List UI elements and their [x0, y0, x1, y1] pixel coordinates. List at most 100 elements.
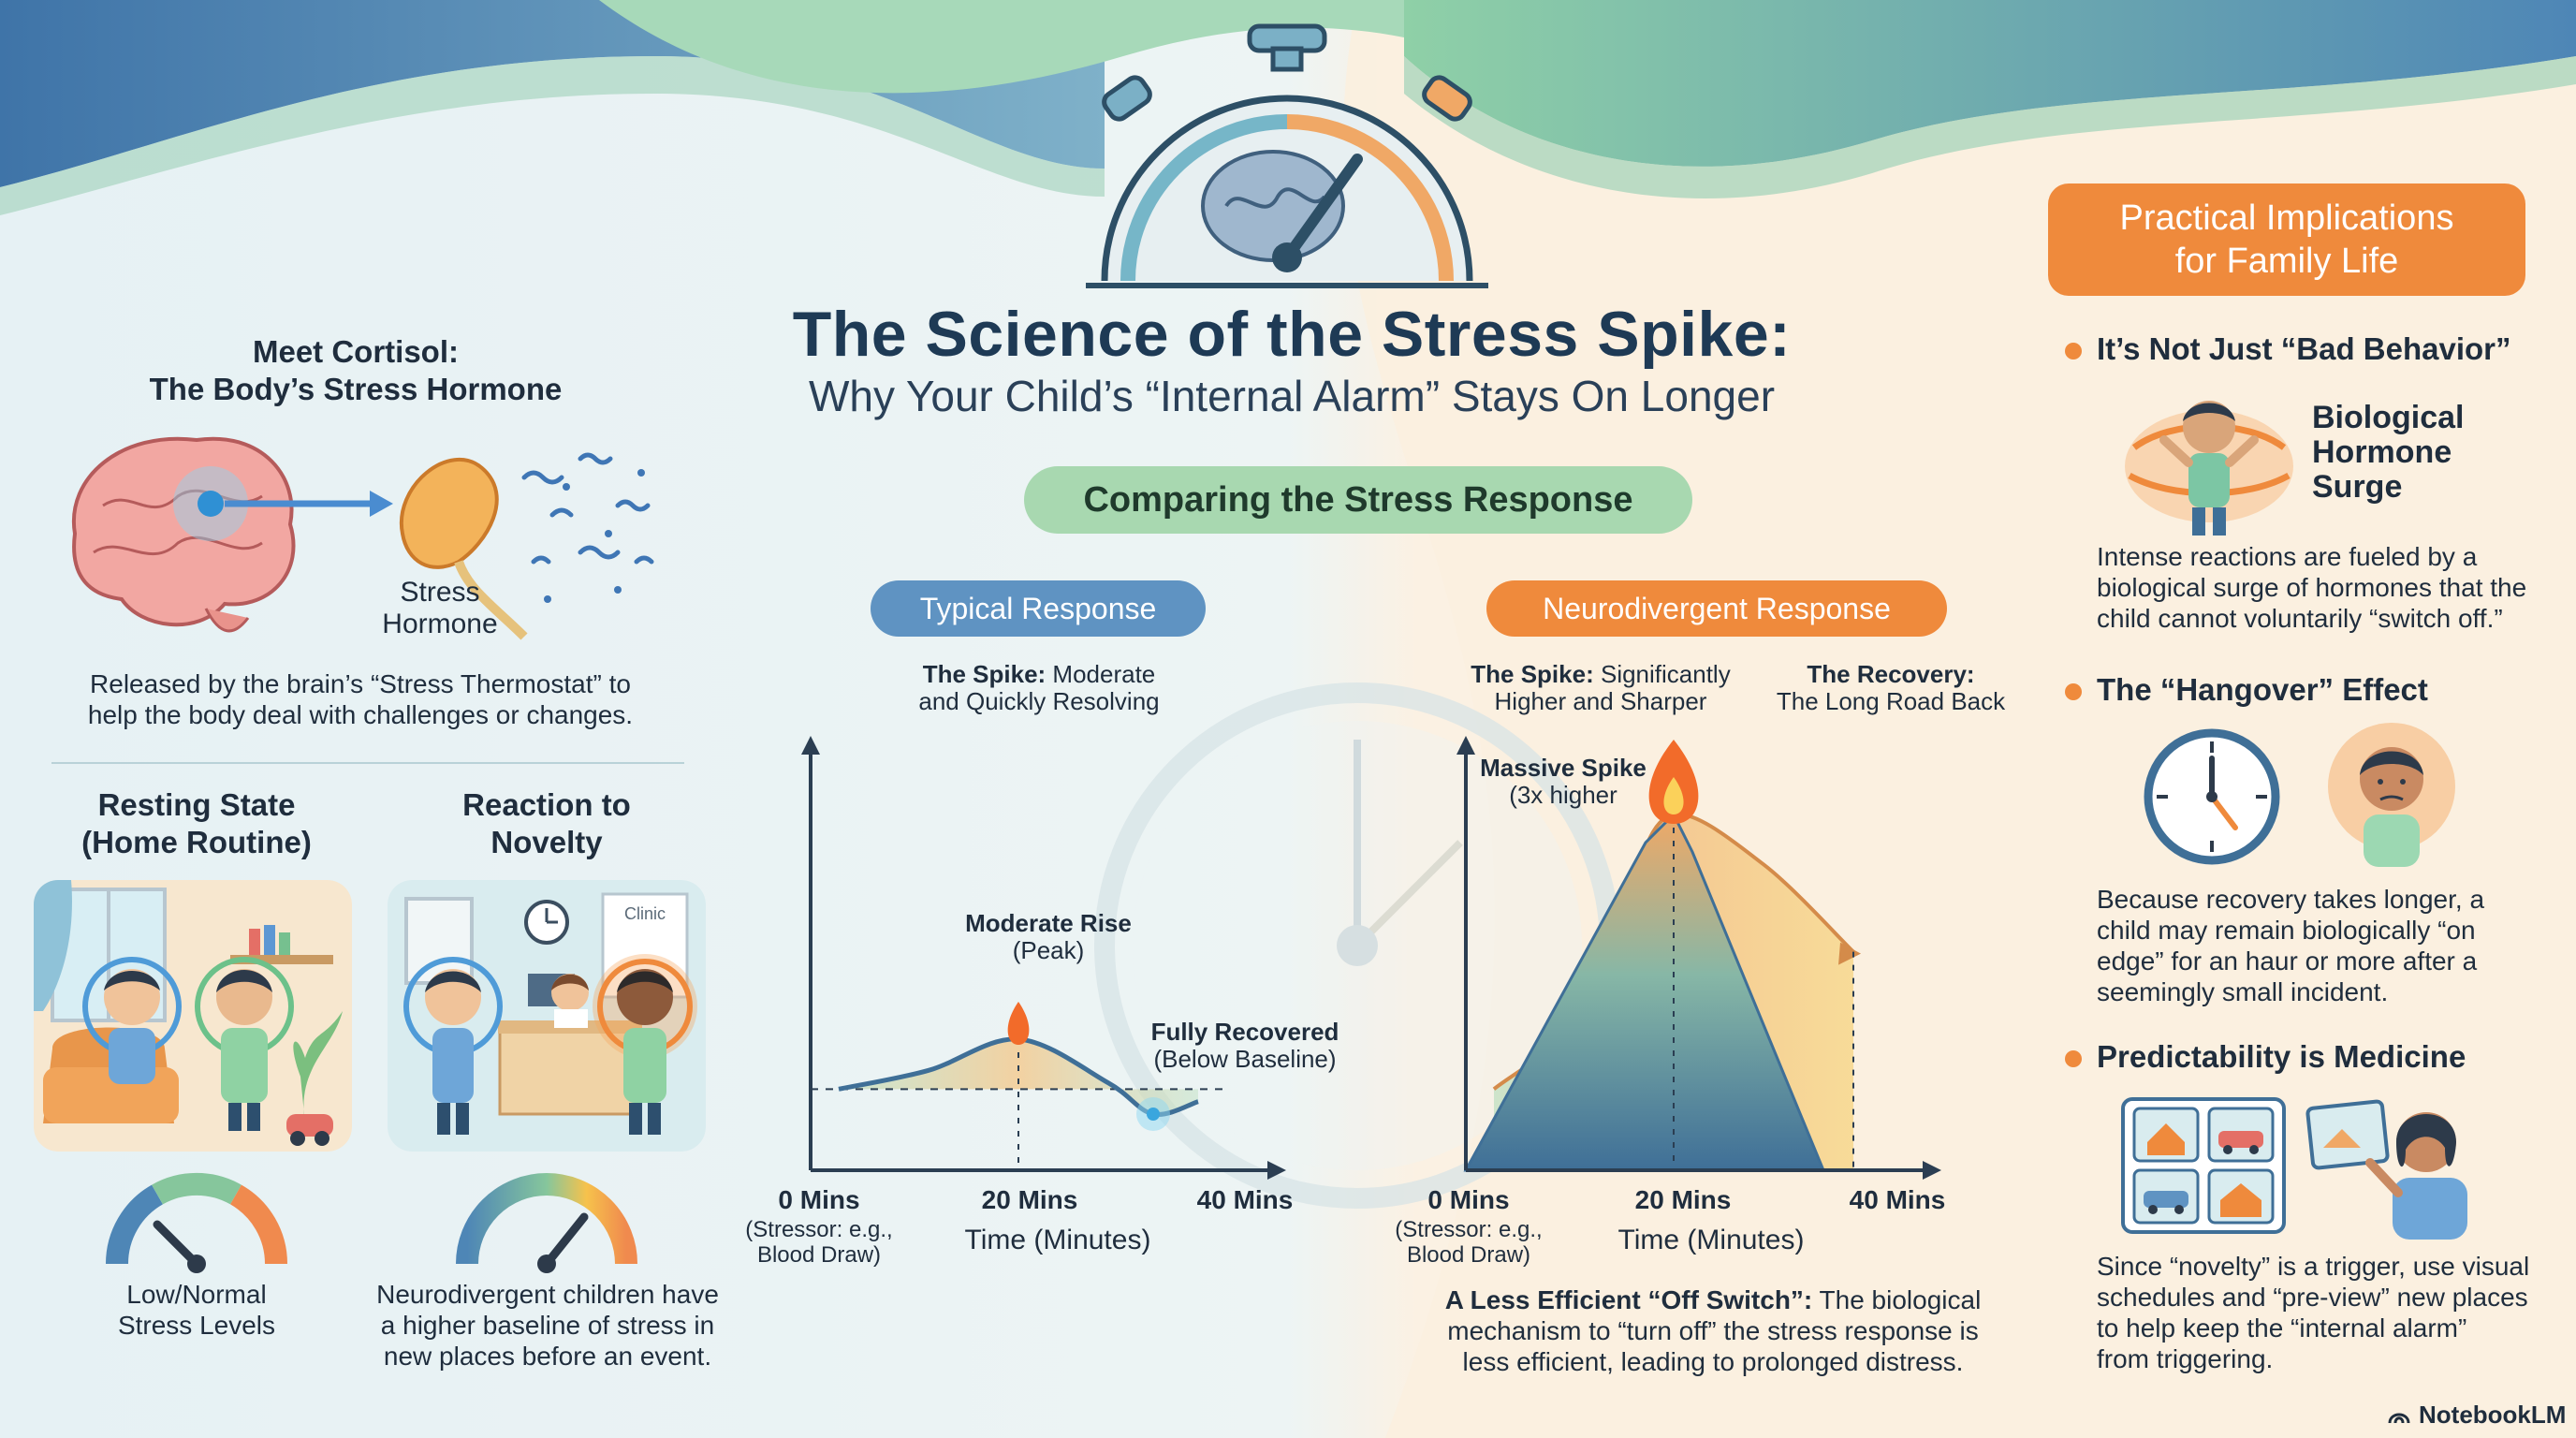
typical-x40-tick: 40 Mins — [1196, 1185, 1294, 1214]
nd-x-axis-arrow — [1923, 1161, 1941, 1180]
typical-recovered-1: Fully Recovered — [1150, 1018, 1339, 1046]
nd-y-axis-arrow — [1456, 736, 1475, 755]
nd-x0-tick: 0 Mins — [1427, 1185, 1510, 1214]
novelty-title-1: Reaction to — [462, 787, 631, 822]
nd-x0-note-2: Blood Draw) — [1406, 1242, 1531, 1268]
nd-recovery-bold: The Recovery: — [1807, 660, 1975, 688]
resting-state-title: Resting State (Home Routine) — [37, 786, 356, 861]
hangover-heading: The “Hangover” Effect — [2097, 672, 2428, 707]
nd-spike-caption: The Spike: Significantly Higher and Shar… — [1442, 661, 1760, 715]
p2-line3: edge” for an haur or more after a — [2097, 946, 2478, 976]
typical-recovered-label: Fully Recovered (Below Baseline) — [1123, 1019, 1367, 1073]
notebooklm-logo-icon — [2388, 1413, 2410, 1423]
typical-area — [839, 1038, 1198, 1115]
nd-massive-2: (3x higher — [1509, 781, 1617, 809]
typical-spike-rest1: Moderate — [1046, 660, 1156, 688]
typical-x0-note-2: Blood Draw) — [756, 1242, 882, 1268]
practical-pill-line2: for Family Life — [2174, 242, 2399, 281]
stress-hormone-label-2: Hormone — [382, 609, 498, 639]
p3-line2: schedules and “pre-view” new places — [2097, 1283, 2528, 1312]
off-switch-rest3: less efficient, leading to prolonged dis… — [1462, 1347, 1964, 1376]
p3-line3: to help keep the “internal alarm” — [2097, 1313, 2467, 1343]
neurodivergent-response-pill: Neurodivergent Response — [1486, 580, 1947, 637]
nd-baseline-line1: Neurodivergent children have — [376, 1280, 719, 1309]
typical-peak-flame-icon — [1007, 1002, 1030, 1045]
nd-series-arrow — [1838, 942, 1861, 965]
worried-child-icon — [2328, 723, 2455, 867]
predictability-text: Since “novelty” is a trigger, use visual… — [2097, 1251, 2565, 1374]
nd-spike-rest2: Higher and Sharper — [1494, 687, 1707, 715]
comparing-pill: Comparing the Stress Response — [1024, 466, 1692, 534]
typical-spike-rest2: and Quickly Resolving — [918, 687, 1160, 715]
typical-x-axis-arrow — [1267, 1161, 1286, 1180]
nd-x-axis-label: Time (Minutes) — [1617, 1225, 1805, 1255]
nd-massive-spike-label: Massive Spike (3x higher — [1460, 755, 1666, 809]
p1-line1: Intense reactions are fueled by a — [2097, 542, 2478, 571]
typical-x0-note: (Stressor: e.g., Blood Draw) — [730, 1217, 908, 1268]
off-switch-rest2: mechanism to “turn off” the stress respo… — [1447, 1316, 1979, 1345]
bullet-icon — [2065, 343, 2082, 360]
brain-to-adrenal-illustration — [71, 436, 654, 640]
typical-recovery-point — [1147, 1108, 1160, 1121]
brand-name: NotebookLM — [2419, 1401, 2567, 1429]
not-bad-behavior-text: Intense reactions are fueled by a biolog… — [2097, 541, 2565, 634]
page-subtitle: Why Your Child’s “Internal Alarm” Stays … — [808, 372, 1776, 420]
novelty-title: Reaction to Novelty — [388, 786, 706, 861]
bio-label-3: Surge — [2312, 469, 2403, 505]
not-bad-behavior-heading: It’s Not Just “Bad Behavior” — [2097, 331, 2511, 366]
cortisol-desc-line1: Released by the brain’s “Stress Thermost… — [90, 669, 631, 698]
p1-line2: biological surge of hormones that the — [2097, 573, 2527, 602]
nd-recovery-caption: The Recovery: The Long Road Back — [1750, 661, 2031, 715]
off-switch-bold: A Less Efficient “Off Switch”: — [1444, 1285, 1813, 1314]
bio-label-2: Hormone — [2312, 434, 2452, 470]
low-stress-label-2: Stress Levels — [117, 1311, 276, 1340]
resting-title-1: Resting State — [97, 787, 296, 822]
clinic-visit-illustration: Clinic — [388, 880, 706, 1152]
novelty-title-2: Novelty — [490, 825, 603, 859]
nd-spike-bold: The Spike: — [1471, 660, 1594, 688]
divider — [51, 762, 684, 764]
practical-implications-pill: Practical Implications for Family Life — [2048, 183, 2525, 296]
neurodivergent-response-chart — [1456, 736, 1941, 1180]
clock-icon — [2144, 728, 2280, 865]
bullet-icon — [2065, 683, 2082, 700]
nd-recovery-rest: The Long Road Back — [1776, 687, 2006, 715]
hangover-text: Because recovery takes longer, a child m… — [2097, 884, 2565, 1007]
clinic-sign: Clinic — [624, 904, 666, 923]
cortisol-title-line2: The Body’s Stress Hormone — [149, 372, 563, 406]
biological-surge-label: Biological Hormone Surge — [2312, 401, 2464, 505]
nd-x20-tick: 20 Mins — [1634, 1185, 1732, 1214]
nd-peak-flame-core — [1663, 777, 1684, 814]
bullet-icon — [2065, 1050, 2082, 1067]
typical-recovered-2: (Below Baseline) — [1153, 1045, 1337, 1073]
cortisol-description: Released by the brain’s “Stress Thermost… — [37, 668, 683, 730]
nd-x40-tick: 40 Mins — [1849, 1185, 1946, 1214]
nd-baseline-line3: new places before an event. — [383, 1342, 712, 1371]
typical-peak-label-2: (Peak) — [1012, 936, 1085, 964]
typical-x-axis-label: Time (Minutes) — [964, 1225, 1151, 1255]
typical-response-chart — [801, 736, 1286, 1180]
child-hormone-surge-icon — [2125, 401, 2293, 536]
typical-x0-tick: 0 Mins — [778, 1185, 860, 1214]
visual-schedule-icon — [2121, 1097, 2286, 1234]
off-switch-rest1: The biological — [1812, 1285, 1982, 1314]
low-stress-gauge-icon — [105, 1172, 288, 1273]
typical-spike-bold: The Spike: — [922, 660, 1046, 688]
predictability-heading: Predictability is Medicine — [2097, 1039, 2466, 1074]
p2-line2: child may remain biologically “on — [2097, 916, 2476, 945]
p2-line1: Because recovery takes longer, a — [2097, 885, 2485, 914]
brain-icon — [71, 436, 296, 627]
off-switch-text: A Less Efficient “Off Switch”: The biolo… — [1385, 1284, 2041, 1377]
nd-baseline-line2: a higher baseline of stress in — [380, 1311, 715, 1340]
adrenal-gland-icon — [399, 457, 499, 569]
practical-pill-line1: Practical Implications — [2119, 198, 2454, 238]
typical-y-axis-arrow — [801, 736, 820, 755]
nd-x0-note-1: (Stressor: e.g., — [1395, 1217, 1543, 1242]
resting-title-2: (Home Routine) — [81, 825, 312, 859]
typical-peak-label-1: Moderate Rise — [965, 909, 1132, 937]
typical-response-pill: Typical Response — [871, 580, 1206, 637]
low-stress-label: Low/Normal Stress Levels — [56, 1279, 337, 1341]
p3-line1: Since “novelty” is a trigger, use visual — [2097, 1252, 2530, 1281]
p2-line4: seemingly small incident. — [2097, 977, 2389, 1006]
